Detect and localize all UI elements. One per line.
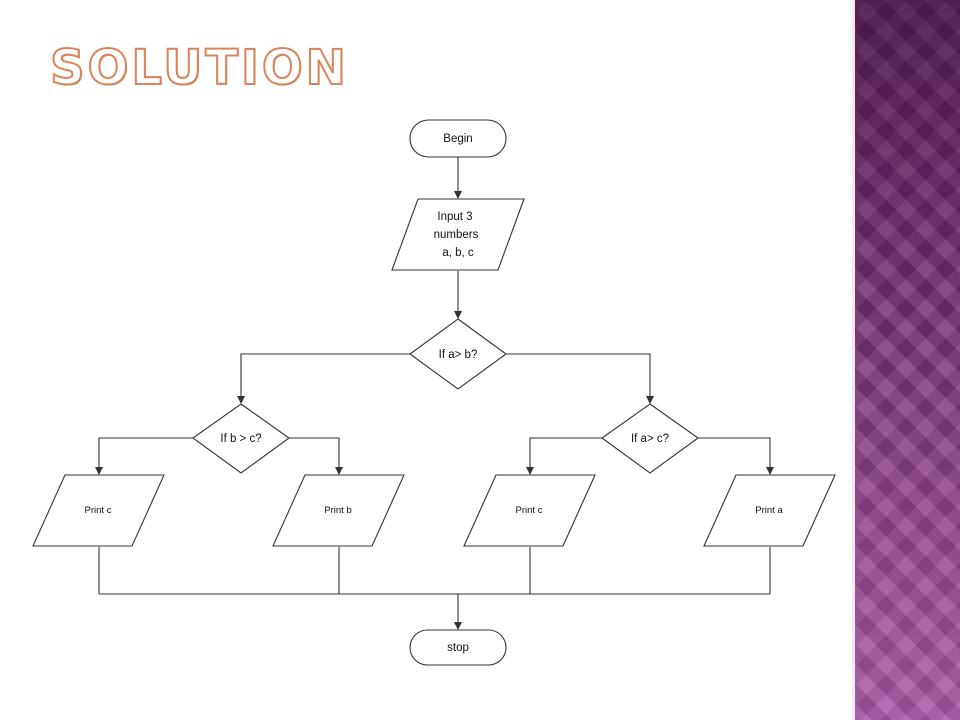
input-label-line-1: Input 3 — [437, 211, 472, 223]
decorative-side-band — [852, 0, 960, 720]
decision-bc-label: If b > c? — [220, 433, 261, 445]
stop-label: stop — [447, 642, 469, 654]
print-b-label: Print b — [324, 505, 351, 516]
decision-bc-shape — [192, 403, 290, 474]
print-c-right-label: Print c — [516, 505, 543, 516]
connector-bc-to-print-c — [95, 437, 193, 475]
begin-label: Begin — [443, 133, 472, 145]
connectors — [95, 157, 774, 630]
decision-ac-label: If a> c? — [631, 433, 669, 445]
connector-ab-to-ac — [506, 353, 654, 404]
connector-ab-to-bc — [237, 353, 410, 404]
decision-ab-label: If a> b? — [439, 349, 478, 361]
connector-ac-to-print-c — [526, 437, 602, 475]
decision-ac-shape — [601, 403, 699, 474]
print-a-label: Print a — [755, 505, 783, 516]
print-c-right-shape — [463, 474, 596, 547]
decision-a-gt-b: If a> b? — [409, 318, 507, 390]
slide-title: SOLUTION — [49, 40, 349, 96]
input-node: Input 3 numbers a, b, c — [391, 198, 525, 271]
print-c-left-node: Print c — [32, 474, 165, 547]
print-a-node: Print a — [703, 474, 836, 547]
connector-ac-to-print-a — [698, 437, 774, 475]
print-b-shape — [272, 474, 405, 547]
decision-a-gt-c: If a> c? — [601, 403, 699, 474]
print-c-left-label: Print c — [85, 505, 112, 516]
print-c-right-node: Print c — [463, 474, 596, 547]
print-a-shape — [703, 474, 836, 547]
input-label-line-2: numbers — [434, 229, 479, 241]
begin-node: Begin — [409, 119, 507, 158]
stop-terminator-shape — [409, 629, 507, 666]
begin-terminator-shape — [409, 119, 507, 158]
input-parallelogram-shape — [391, 198, 525, 271]
print-b-node: Print b — [272, 474, 405, 547]
input-label-line-3: a, b, c — [442, 247, 474, 259]
decision-ab-shape — [409, 318, 507, 390]
stop-node: stop — [409, 629, 507, 666]
connector-bc-to-print-b — [289, 437, 343, 475]
print-c-left-shape — [32, 474, 165, 547]
decision-b-gt-c: If b > c? — [192, 403, 290, 474]
